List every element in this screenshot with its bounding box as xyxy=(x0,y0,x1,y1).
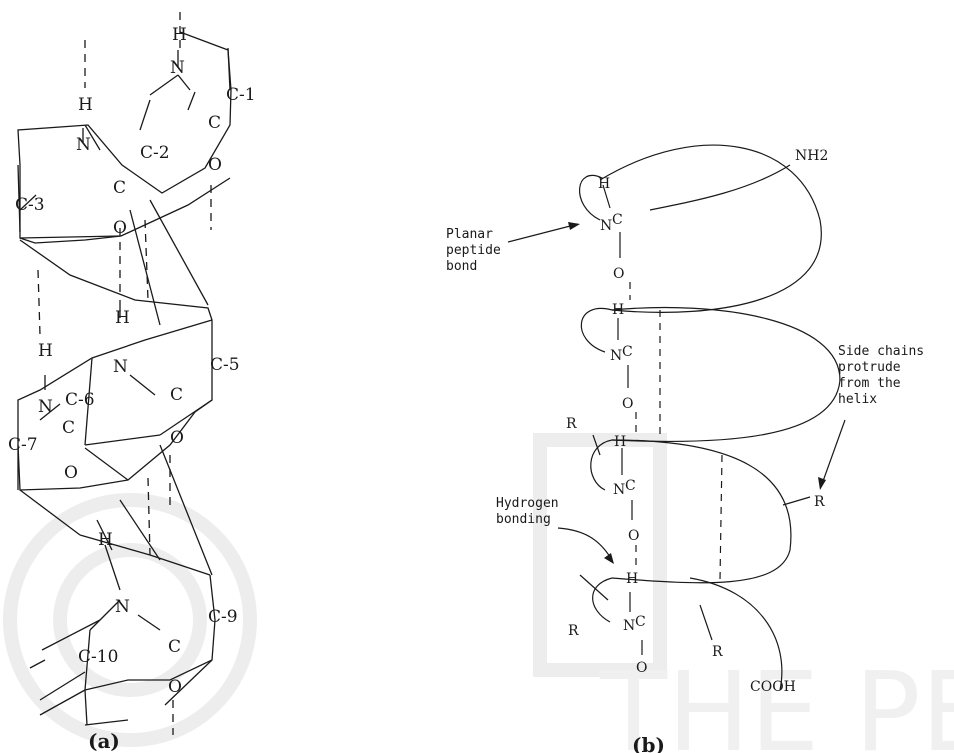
nh2-chain xyxy=(650,165,790,210)
atom-o-5: O xyxy=(168,677,182,697)
atom-h-3: H xyxy=(115,308,130,328)
back-loop-4 xyxy=(593,578,612,622)
hbond-arrow xyxy=(558,528,612,560)
b-atom-n-1: N xyxy=(600,218,612,234)
b-atom-c-4: C xyxy=(635,614,646,630)
peptide-label-2: peptide xyxy=(446,243,501,258)
back-loop-3 xyxy=(591,440,612,490)
peptide-label-1: Planar xyxy=(446,227,493,242)
atom-c-3: C xyxy=(170,385,183,405)
peptide-label-3: bond xyxy=(446,259,477,274)
side-chain-r-4: R xyxy=(712,644,723,660)
side-chains-label-4: helix xyxy=(838,392,877,407)
side-chains-label-1: Side chains xyxy=(838,344,924,359)
atom-o-4: O xyxy=(64,463,78,483)
atom-n-4: N xyxy=(38,397,53,417)
watermark: THE PEO xyxy=(10,440,954,753)
b-atom-n-4: N xyxy=(623,618,635,634)
panel-b-caption: (b) xyxy=(632,733,665,753)
atom-n-3: N xyxy=(113,357,128,377)
helix-turn-2 xyxy=(612,308,840,442)
label-c-1: C-1 xyxy=(226,85,256,105)
panel-a-caption: (a) xyxy=(88,729,120,753)
b-atom-o-4: O xyxy=(636,660,647,676)
hbond-label-1: Hydrogen xyxy=(496,496,559,511)
b-atom-h-2: H xyxy=(612,302,624,318)
b-atom-n-3: N xyxy=(613,482,625,498)
label-c-6: C-6 xyxy=(65,390,95,410)
b-atom-o-3: O xyxy=(628,528,639,544)
atom-n-1: N xyxy=(170,58,185,78)
atom-c-5: C xyxy=(168,637,181,657)
atom-c-1: C xyxy=(208,113,221,133)
hbond-label-2: bonding xyxy=(496,512,551,527)
carboxyl-end-label: COOH xyxy=(750,679,796,695)
atom-o-2: O xyxy=(113,218,127,238)
atom-n-2: N xyxy=(76,135,91,155)
peptide-bond-arrow xyxy=(508,224,578,242)
b-atom-o-2: O xyxy=(622,396,633,412)
b-atom-c-2: C xyxy=(622,344,633,360)
atom-h-1: H xyxy=(172,25,187,45)
side-chain-r-3: R xyxy=(568,623,579,639)
atom-c-4: C xyxy=(62,418,75,438)
back-loop-2 xyxy=(581,308,612,352)
amino-end-label: NH2 xyxy=(795,148,828,164)
b-atom-o-1: O xyxy=(613,266,624,282)
side-chains-label-2: protrude xyxy=(838,360,901,375)
side-chain-r-2: R xyxy=(814,494,825,510)
b-atom-h-1: H xyxy=(598,176,610,192)
b-atom-h-4: H xyxy=(626,571,638,587)
panel-b-arrowheads xyxy=(568,222,826,564)
helix-turn-3 xyxy=(612,440,791,583)
side-chain-arrow xyxy=(822,420,845,484)
atom-n-5: N xyxy=(115,597,130,617)
atom-o-3: O xyxy=(170,428,184,448)
b-atom-c-1: C xyxy=(612,212,623,228)
atom-h-4: H xyxy=(38,341,53,361)
label-c-10: C-10 xyxy=(78,647,118,667)
side-chains-label-3: from the xyxy=(838,376,901,391)
b-atom-n-2: N xyxy=(610,348,622,364)
b-atom-h-3: H xyxy=(614,434,626,450)
label-c-5: C-5 xyxy=(210,355,240,375)
panel-b xyxy=(508,145,845,690)
label-c-7: C-7 xyxy=(8,435,38,455)
label-c-2: C-2 xyxy=(140,143,170,163)
label-c-3: C-3 xyxy=(15,195,45,215)
atom-h-5: H xyxy=(98,530,113,550)
atom-h-2: H xyxy=(78,95,93,115)
label-c-9: C-9 xyxy=(208,607,238,627)
b-atom-c-3: C xyxy=(625,478,636,494)
atom-o-1: O xyxy=(208,155,222,175)
helix-turn-1 xyxy=(600,145,821,312)
side-chain-r-1: R xyxy=(566,416,577,432)
atom-c-2: C xyxy=(113,178,126,198)
